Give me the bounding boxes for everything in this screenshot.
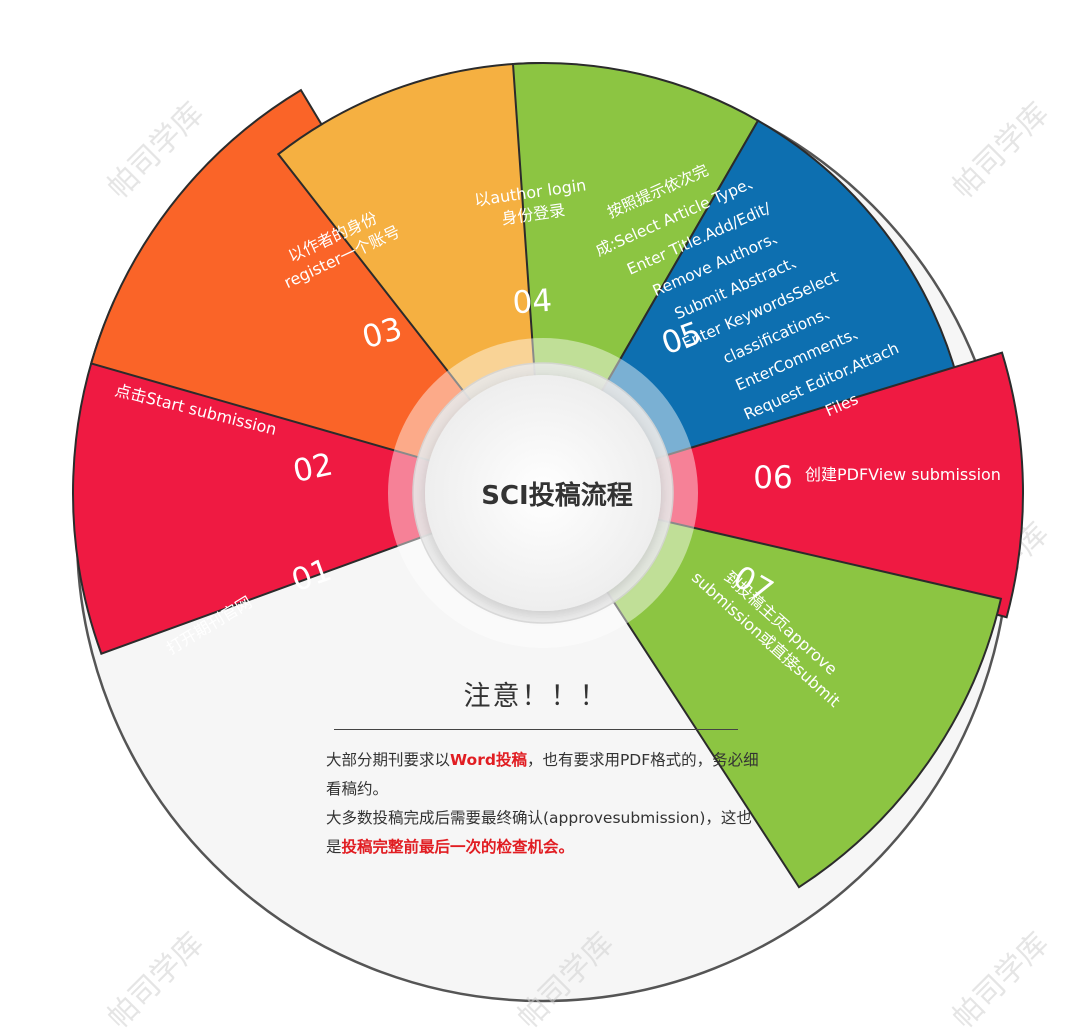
watermark-bottom-left: 帕司学库 (101, 926, 211, 1034)
step-number-02: 02 (290, 447, 336, 490)
hub-title: SCI投稿流程 (481, 480, 632, 511)
petal-07 (574, 505, 1003, 889)
petal-04 (511, 62, 760, 443)
note-panel: 注意！！！ 大部分期刊要求以Word投稿，也有要求用PDF格式的，务必细看稿约。… (326, 674, 766, 862)
note-title: 注意！！！ (463, 681, 609, 712)
note-p2-highlight: 投稿完整前最后一次的检查机会。 (341, 838, 575, 856)
note-paragraph-2: 大多数投稿完成后需要最终确认(approvesubmission)，这也是投稿完… (326, 804, 766, 862)
hub-inner (425, 375, 661, 611)
petal-06 (599, 351, 1024, 619)
note-paragraph-1: 大部分期刊要求以Word投稿，也有要求用PDF格式的，务必细看稿约。 (326, 746, 766, 804)
step-number-04: 04 (511, 283, 553, 322)
step-label-06: 创建PDFView submission (805, 465, 1001, 484)
step-number-06: 06 (753, 460, 792, 496)
watermark-bottom-right: 帕司学库 (946, 926, 1056, 1034)
note-p2-a: 大多数投稿完成后需要最终确认(approvesubmission)，这也是 (326, 809, 752, 856)
note-divider (334, 729, 738, 730)
petal-02 (89, 88, 514, 478)
step-06-line: 创建PDFView submission (805, 465, 1001, 484)
note-p1-a: 大部分期刊要求以 (326, 751, 451, 769)
note-p1-c: ，也有要求用PDF格式的，务必细看稿约。 (326, 751, 759, 798)
note-p1-highlight: Word投稿 (450, 751, 527, 769)
watermark-top-right: 帕司学库 (946, 96, 1056, 206)
petal-05 (571, 119, 960, 479)
